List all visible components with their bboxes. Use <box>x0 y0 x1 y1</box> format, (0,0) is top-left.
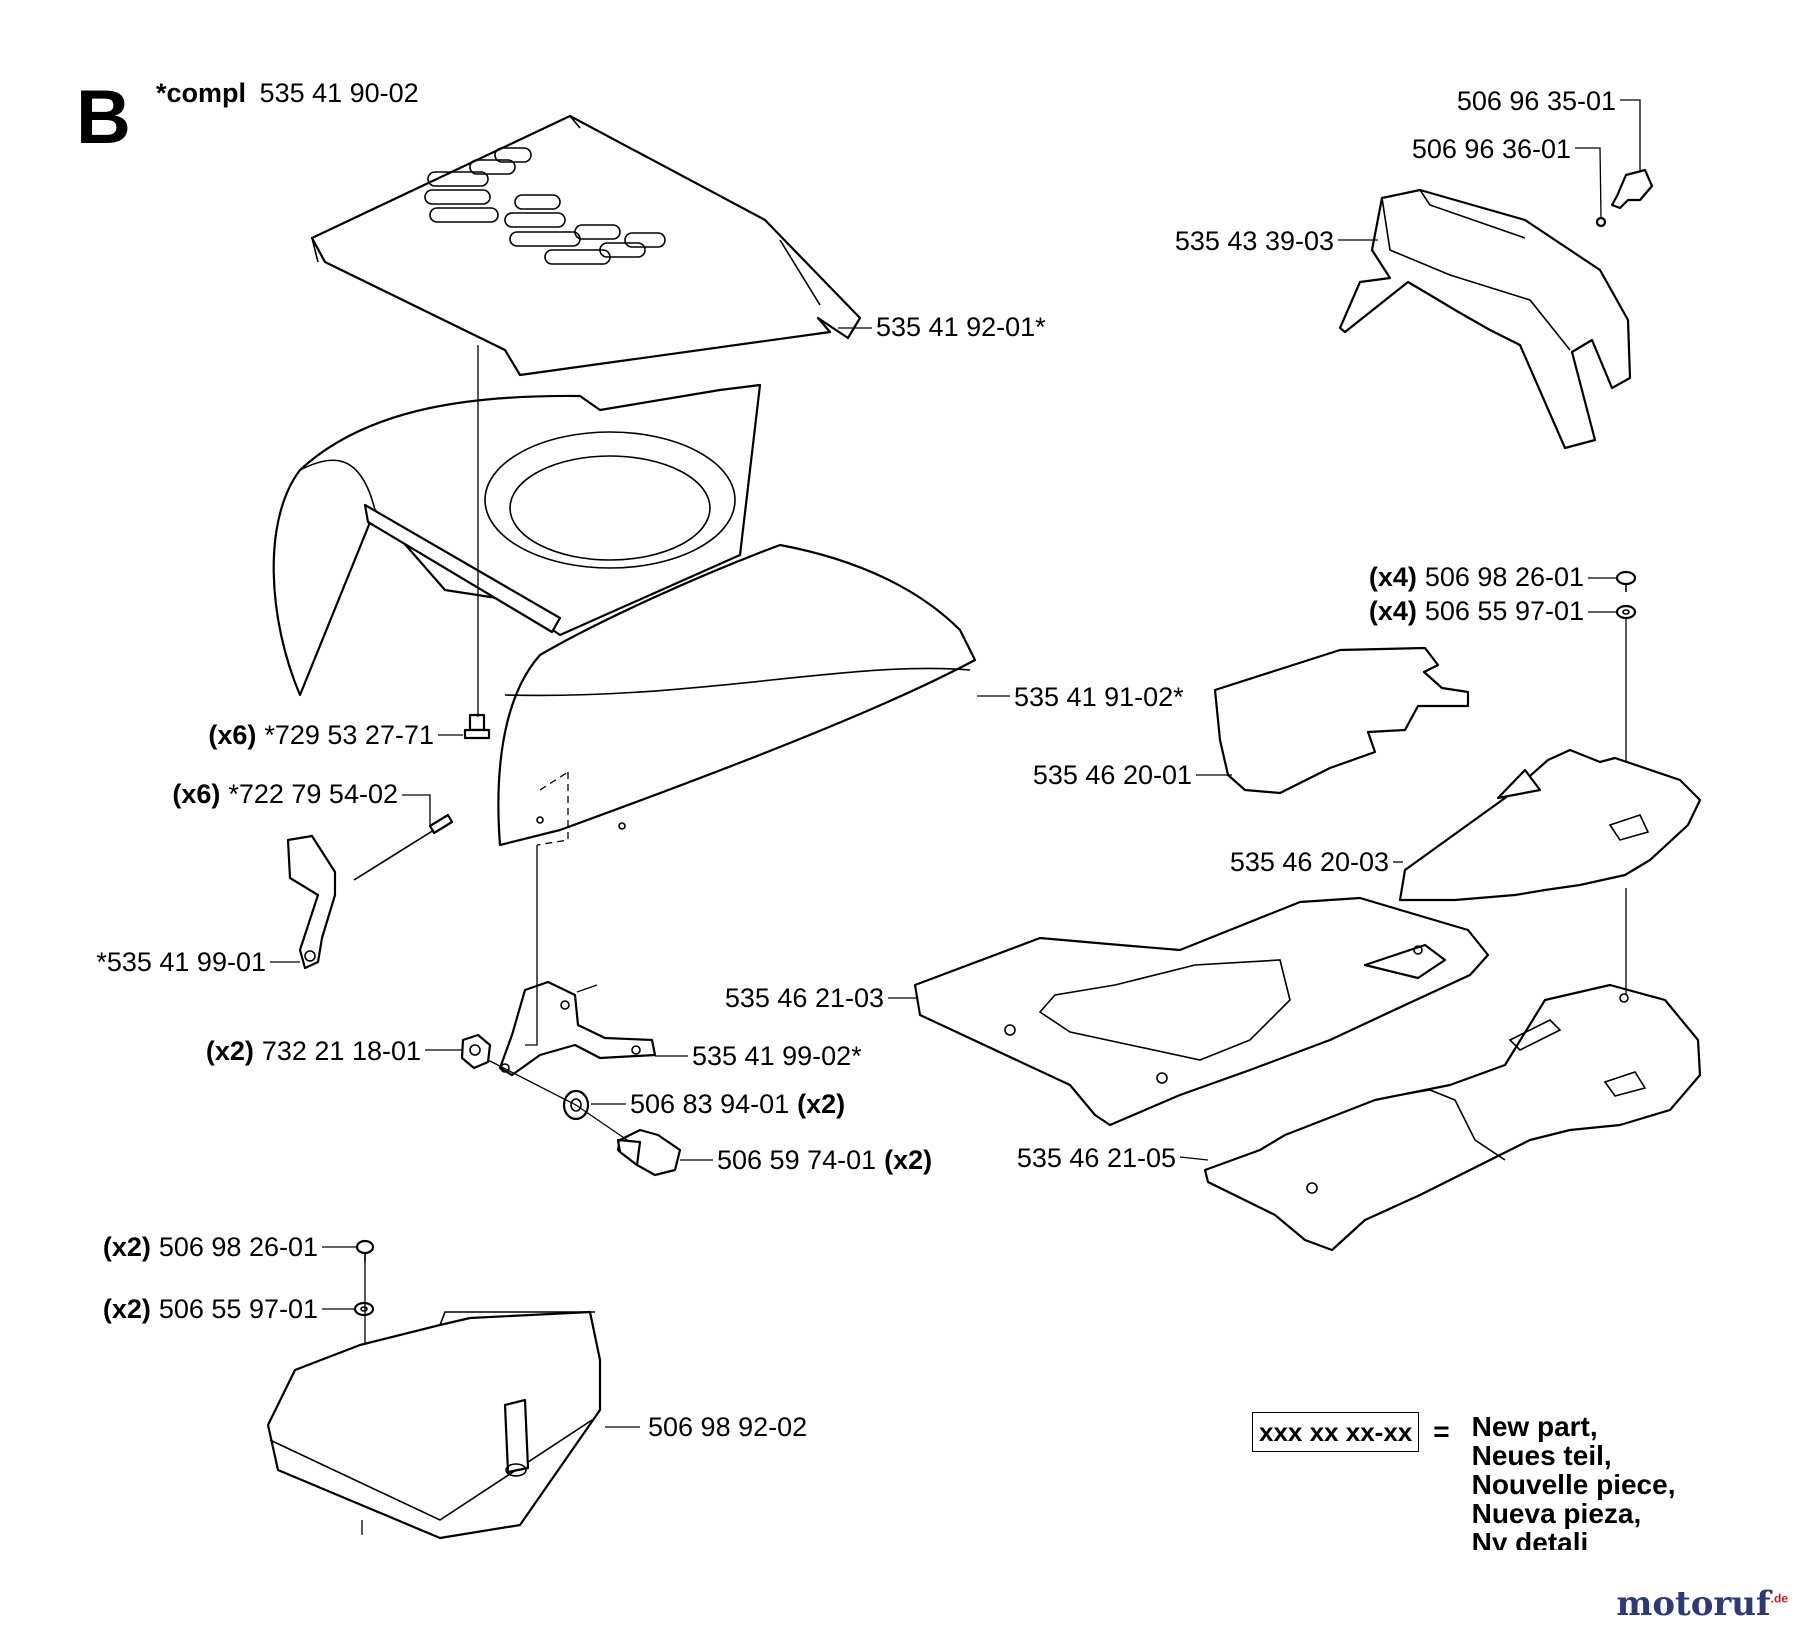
legend-line-es: Nueva pieza, <box>1471 1498 1642 1529</box>
legend-equals: = <box>1433 1416 1450 1447</box>
legend-line-sv: Ny detalj <box>1471 1527 1589 1550</box>
hood-body <box>272 383 977 847</box>
brand-name: motoruf <box>1616 1584 1771 1624</box>
label-50659-74-x2: 506 59 74-01(x2) <box>717 1145 932 1175</box>
legend-line-fr: Nouvelle piece, <box>1471 1469 1676 1500</box>
leader-lines <box>270 99 1641 1535</box>
label-72953-27-x6: (x6)*729 53 27-71 <box>208 720 434 750</box>
legend-part-format: xxx xx xx-xx <box>1252 1412 1420 1452</box>
rear-guard <box>1338 188 1632 450</box>
screw-50698-x2 <box>355 1239 375 1262</box>
floor-mat-5354621-03 <box>913 896 1490 1127</box>
legend-line-de: Neues teil, <box>1471 1440 1612 1471</box>
legend-line-en: New part, <box>1471 1412 1598 1442</box>
label-50698-26-x2: (x2)506 98 26-01 <box>103 1232 318 1262</box>
new-part-legend: xxx xx xx-xx = New part, Neues teil, Nou… <box>1252 1412 1675 1550</box>
knob-screw <box>1610 168 1654 210</box>
hood-top-cover <box>310 114 862 377</box>
label-50683-94-x2: 506 83 94-01(x2) <box>630 1089 845 1119</box>
rivet <box>353 813 454 881</box>
screw-72953 <box>463 713 491 740</box>
label-53541-91: 535 41 91-02* <box>1014 682 1184 712</box>
washer-50655-x4 <box>1615 604 1637 620</box>
label-50655-97-x4: (x4)506 55 97-01 <box>1369 596 1584 626</box>
label-53546-21-05: 535 46 21-05 <box>1017 1143 1176 1173</box>
label-50696-36: 506 96 36-01 <box>1412 134 1571 164</box>
label-53541-99-02: 535 41 99-02* <box>692 1041 862 1071</box>
label-53543-39: 535 43 39-03 <box>1175 226 1334 256</box>
label-53546-20-01: 535 46 20-01 <box>1033 760 1192 790</box>
label-73221-18-x2: (x2)732 21 18-01 <box>206 1036 421 1066</box>
bolt-50659 <box>616 1128 682 1177</box>
floor-mat-5354621-05 <box>1203 983 1702 1252</box>
label-53541-92: 535 41 92-01* <box>876 312 1046 342</box>
label-50698-92: 506 98 92-02 <box>648 1412 807 1442</box>
section-letter: B <box>76 75 131 160</box>
compl-label: *compl <box>156 78 246 108</box>
label-72279-54-x6: (x6)*722 79 54-02 <box>172 779 398 809</box>
label-50698-26-x4: (x4)506 98 26-01 <box>1369 562 1584 592</box>
part-labels: 506 96 35-01 506 96 36-01 535 43 39-03 5… <box>96 86 1616 1442</box>
washer-50655-x2 <box>353 1301 375 1317</box>
label-50655-97-x2: (x2)506 55 97-01 <box>103 1294 318 1324</box>
brand-watermark: motoruf.de <box>1616 1584 1788 1624</box>
battery-cover <box>266 1310 602 1540</box>
bracket-right <box>498 980 657 1077</box>
bracket-left <box>286 834 337 970</box>
label-53546-21-03: 535 46 21-03 <box>725 983 884 1013</box>
hood-vent-slots <box>424 147 666 265</box>
legend-translations: New part, Neues teil, Nouvelle piece, Nu… <box>1472 1412 1676 1550</box>
brand-tld: .de <box>1770 1591 1788 1606</box>
label-50696-35: 506 96 35-01 <box>1457 86 1616 116</box>
plate-5354620-03 <box>1398 748 1702 902</box>
compl-number: 535 41 90-02 <box>260 78 419 108</box>
label-53546-20-03: 535 46 20-03 <box>1230 847 1389 877</box>
screw-50698-x4 <box>1615 570 1637 592</box>
compl-label-group: *compl 535 41 90-02 <box>156 78 419 108</box>
plate-5354620-01 <box>1213 646 1470 795</box>
label-53541-99-01: *535 41 99-01 <box>96 947 266 977</box>
nut <box>460 1033 492 1070</box>
small-washer <box>1595 216 1607 228</box>
